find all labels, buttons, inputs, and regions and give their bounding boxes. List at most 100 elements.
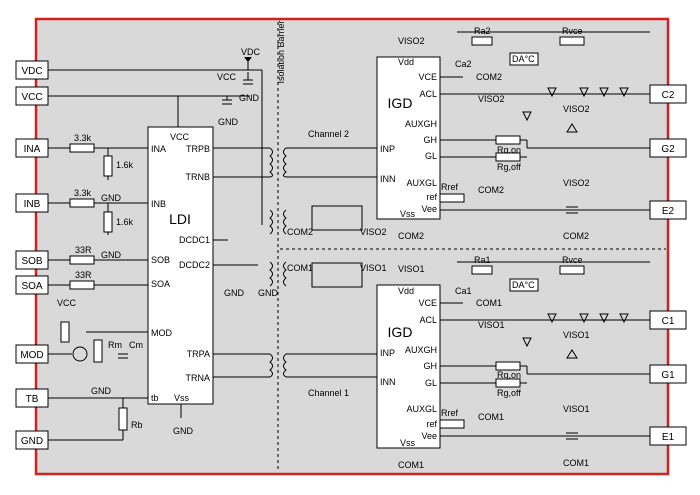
channel2-label: Channel 2 (308, 129, 349, 139)
igd2-pin-acl: ACL (419, 89, 437, 99)
clamp2-zener-icon (566, 123, 578, 133)
ldi-pin-vss: Vss (174, 393, 190, 403)
rvce-label-1: Rvce (562, 255, 583, 265)
pin-mod: MOD (20, 350, 43, 361)
ldi-pin-ina: INA (151, 144, 166, 154)
cm-label: Cm (129, 340, 143, 350)
tvs-chain-2-icon (547, 87, 629, 98)
rref2-label: Rref (441, 182, 459, 192)
pin-tb-box (15, 388, 49, 408)
channel1-label: Channel 1 (308, 388, 349, 398)
mod-gnd: GND (91, 386, 112, 396)
pin-vdc-box (15, 60, 49, 80)
da2-box (509, 52, 539, 66)
igd2-pin-inp: INP (380, 144, 395, 154)
r-sob (69, 255, 95, 265)
rref1-resistor (439, 419, 465, 429)
igd2-pin-vce: VCE (418, 72, 437, 82)
clamp1-zener-icon (566, 349, 578, 359)
ldi-pin-dcdc2: DCDC2 (179, 260, 210, 270)
pin-g2-box (649, 138, 687, 158)
vcc-cap-gnd: GND (218, 117, 239, 127)
ca1-label: Ca1 (455, 286, 472, 296)
igd1-pin-ref: ref (426, 419, 437, 429)
pin-inb: INB (24, 199, 41, 210)
transformer-b-icon (269, 147, 287, 178)
igd2-pin-inn: INN (380, 174, 396, 184)
igd1-com: COM1 (398, 460, 424, 470)
rgon2-label: Rg,on (497, 145, 521, 155)
transformer-dcdc-icon (269, 209, 287, 287)
ldi-block (147, 126, 214, 405)
ldi-gnd: GND (173, 426, 194, 436)
bridge1-com: COM1 (287, 263, 313, 273)
igd1-pin-vce: VCE (418, 298, 437, 308)
auxgl2-com: COM2 (478, 185, 504, 195)
pin-inb-box (15, 193, 49, 213)
rvce-resistor-1 (559, 265, 585, 275)
igd2-block (376, 56, 441, 220)
pin-e2: E2 (662, 206, 675, 217)
igd1-pin-vee: Vee (421, 431, 437, 441)
rb-resistor (118, 407, 128, 431)
isolation-barrier-label: Isolation Barrier (276, 20, 286, 83)
igd1-viso: VISO1 (398, 264, 425, 274)
rvce-resistor-2 (559, 36, 585, 46)
ldi-pin-sob: SOB (151, 255, 170, 265)
transformer-a-icon (269, 353, 287, 378)
pin-e1: E1 (662, 432, 675, 443)
pin-mod-box (15, 344, 49, 364)
pin-gnd-box (15, 430, 49, 450)
rvce-label-2: Rvce (562, 26, 583, 36)
r-ina-pd (103, 155, 113, 177)
igd2-pin-gl: GL (425, 151, 437, 161)
rref2-resistor (439, 193, 465, 203)
rgon1-label: Rg,on (497, 370, 521, 380)
bridge1-viso: VISO1 (360, 263, 387, 273)
ca2-label: Ca2 (455, 59, 472, 69)
igd2-pin-vee: Vee (421, 204, 437, 214)
igd1-pin-gl: GL (425, 378, 437, 388)
rgon1-resistor (495, 361, 521, 371)
ldi-pin-dcdc1: DCDC1 (179, 235, 210, 245)
igd2-pin-auxgl: AUXGL (406, 178, 437, 188)
ldi-pin-tb: tb (151, 393, 159, 403)
ldi-pin-soa: SOA (151, 279, 170, 289)
ca2-com: COM2 (476, 72, 502, 82)
ra1-label: Ra1 (474, 255, 491, 265)
ldi-pin-vcc: VCC (170, 132, 190, 142)
right-pins: C2 G2 E2 C1 G1 E1 (649, 84, 687, 446)
igd1-pin-inp: INP (380, 348, 395, 358)
igd2-pin-vdd: Vdd (398, 57, 414, 67)
pin-soa: SOA (21, 281, 42, 292)
e1-cap-viso: VISO1 (563, 404, 590, 414)
igd1-title: IGD (388, 324, 413, 340)
r-inb-label: 3.3k (74, 188, 92, 198)
igd1-pin-vdd: Vdd (398, 286, 414, 296)
igd1-pin-acl: ACL (419, 315, 437, 325)
inb-gnd: GND (101, 250, 122, 260)
rgoff2-label: Rg,off (497, 162, 521, 172)
pin-e1-box (649, 426, 687, 446)
ldi-pin-trpa: TRPA (187, 349, 210, 359)
vdc-cap-gnd: GND (239, 93, 260, 103)
pin-soa-box (15, 275, 49, 295)
ldi-pin-trna: TRNA (186, 373, 211, 383)
igd2-pin-vss: Vss (400, 209, 416, 219)
rgoff1-label: Rg,off (497, 388, 521, 398)
igd1-pin-auxgh: AUXGH (405, 345, 437, 355)
pin-vcc: VCC (21, 92, 42, 103)
igd1-block (376, 284, 441, 449)
rref1-label: Rref (441, 408, 459, 418)
igd1-pin-gh: GH (424, 361, 438, 371)
r-sob-label: 33R (75, 245, 92, 255)
ldi-pin-trnb: TRNB (186, 172, 211, 182)
dcdc2-gnd: GND (258, 288, 279, 298)
ra2-label: Ra2 (474, 26, 491, 36)
pin-vdc: VDC (21, 66, 42, 77)
pin-gnd: GND (21, 436, 43, 447)
pin-ina: INA (24, 144, 41, 155)
r-ina-label: 3.3k (74, 133, 92, 143)
pin-c1: C1 (662, 316, 675, 327)
dcdc1-gnd: GND (224, 288, 245, 298)
